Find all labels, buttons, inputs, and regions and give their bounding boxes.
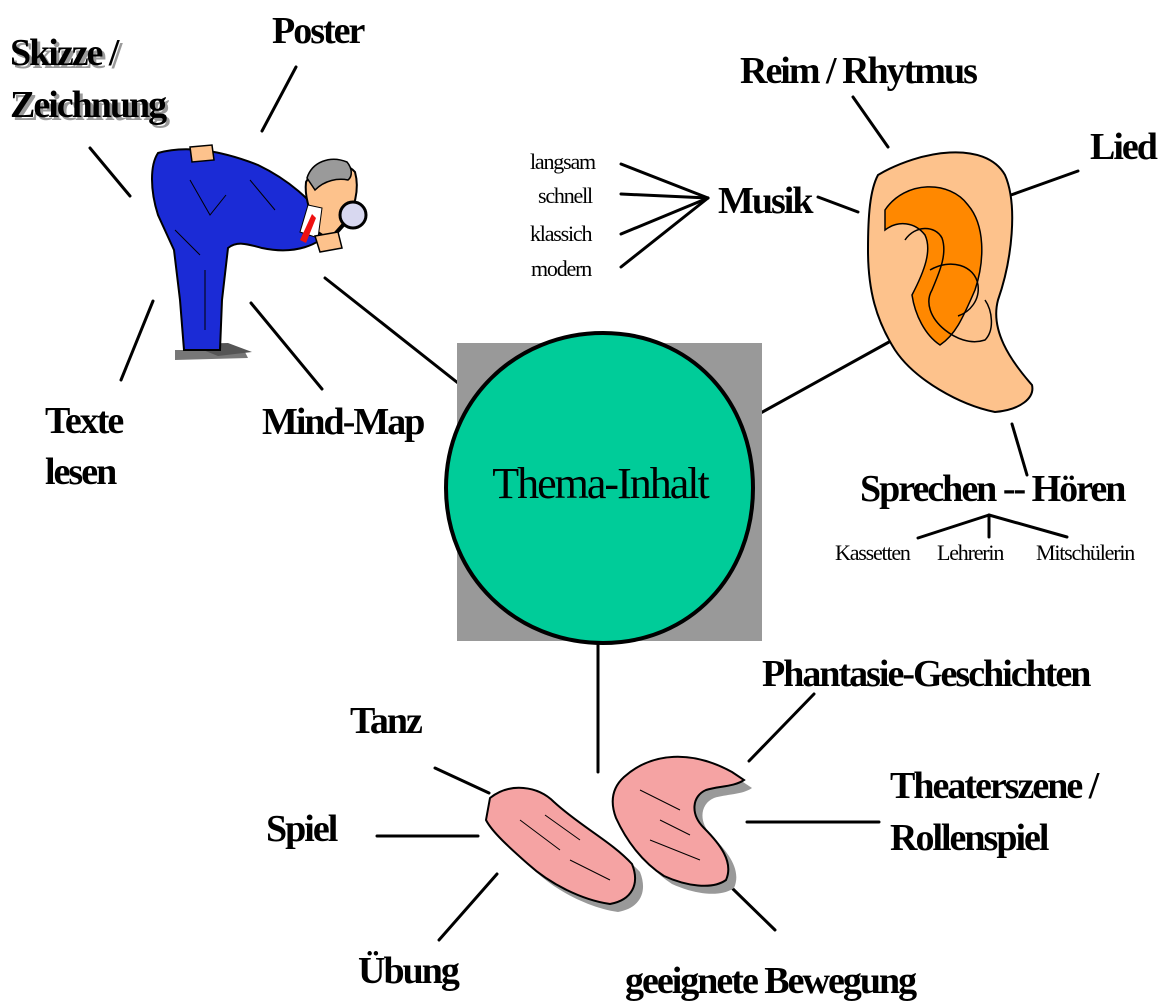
person-with-magnifier-icon [152,145,366,360]
label-mitschuelerin: Mitschülerin [1036,542,1134,564]
label-kassetten: Kassetten [835,542,910,564]
label-reim-rhytmus: Reim / Rhytmus [740,52,976,90]
label-klassich: klassich [530,223,591,245]
label-skizze-line1: Skizze / [10,34,117,72]
label-modern: modern [531,258,591,280]
label-texte-line2: lesen [45,453,115,491]
label-texte-line1: Texte [45,402,122,440]
hands-icon [486,757,752,912]
label-poster: Poster [272,12,363,50]
label-langsam: langsam [530,151,595,173]
central-node-label: Thema-Inhalt [450,462,750,506]
label-lehrerin: Lehrerin [937,542,1003,564]
label-sprechen-hoeren: Sprechen -- Hören [860,470,1124,508]
label-phantasie-geschichten: Phantasie-Geschichten [762,655,1089,693]
label-tanz: Tanz [350,702,421,740]
ear-icon [868,152,1032,412]
label-lied: Lied [1090,128,1156,166]
label-musik: Musik [718,182,811,220]
label-schnell: schnell [538,185,592,207]
label-mind-map: Mind-Map [262,403,423,441]
label-theaterszene: Theaterszene / [890,767,1097,805]
label-uebung: Übung [358,952,458,990]
label-geeignete-bewegung: geeignete Bewegung [625,962,915,1000]
label-rollenspiel: Rollenspiel [890,819,1047,857]
label-skizze-line2: Zeichnung [10,86,165,124]
label-spiel: Spiel [266,810,336,848]
